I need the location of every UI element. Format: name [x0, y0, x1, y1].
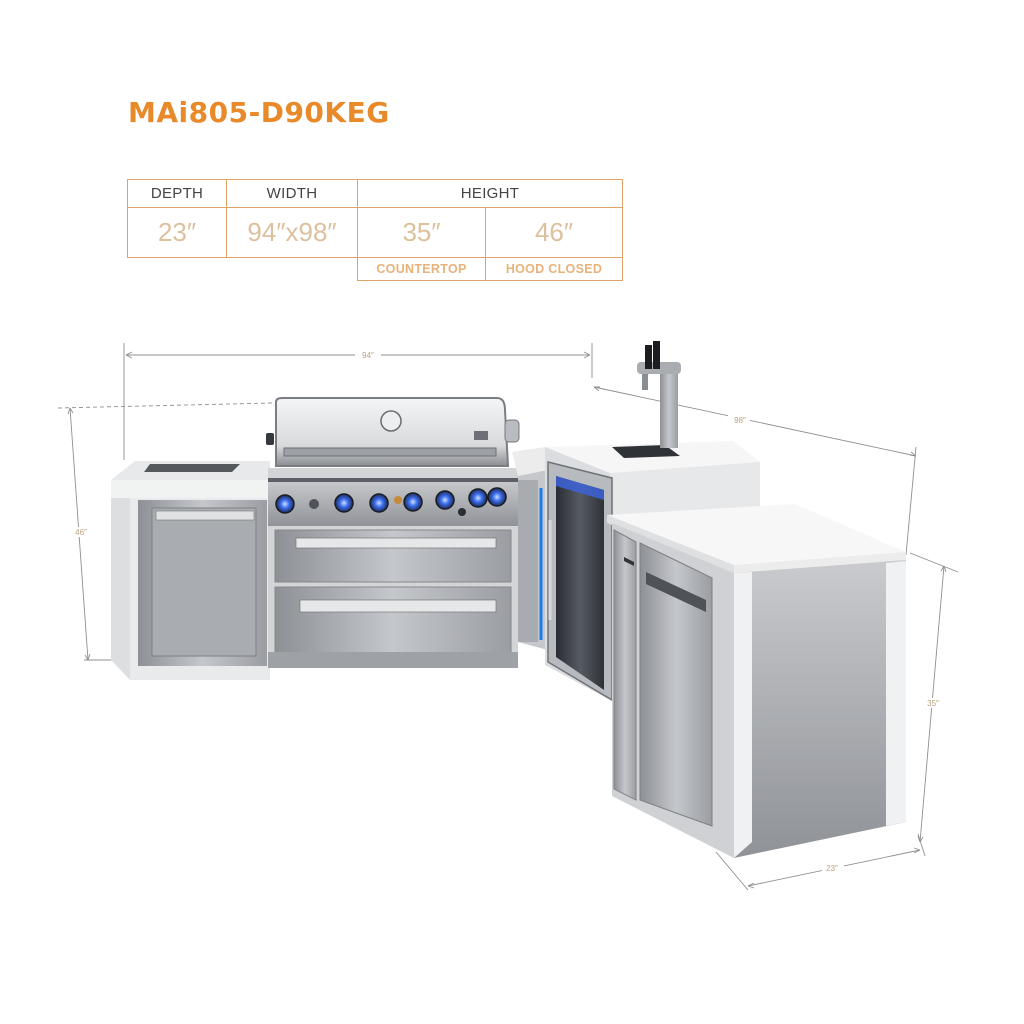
burner-knob-icon [275, 494, 295, 514]
dimension-labels: 94″ 98″ 46″ 35″ 23″ [70, 350, 945, 873]
tap-handle [645, 345, 652, 369]
depth-value: 23″ [127, 207, 227, 258]
top-width-label: 94″ [362, 351, 374, 360]
spec-header-row: DEPTH WIDTH HEIGHT [127, 179, 623, 208]
side-width-label: 98″ [734, 416, 746, 425]
depth-label: 23″ [826, 864, 838, 873]
left-side-cabinet [111, 461, 270, 680]
burner-knob-icon [468, 488, 488, 508]
hood-closed-label: HOOD CLOSED [485, 257, 623, 281]
drip-tray [612, 445, 680, 458]
thermometer-icon [380, 410, 402, 432]
burner-knob-icon [403, 492, 423, 512]
keg-fridge [539, 461, 613, 702]
right-cabinet [607, 504, 906, 858]
countertop-height-value: 35″ [357, 207, 486, 258]
burner-knob-icon [334, 493, 354, 513]
spec-value-row: 23″ 94″x98″ 35″ 46″ [127, 207, 623, 258]
burner-knob-icon [487, 487, 507, 507]
spec-sublabel-row: COUNTERTOP HOOD CLOSED [128, 257, 623, 281]
burner-knob-icon [369, 493, 389, 513]
hood-closed-height-value: 46″ [485, 207, 623, 258]
depth-header: DEPTH [127, 179, 227, 208]
countertop-label: COUNTERTOP [357, 257, 486, 281]
grill-hood [266, 397, 520, 467]
beer-tower [660, 364, 678, 448]
height-header: HEIGHT [357, 179, 623, 208]
counter-height-label: 35″ [927, 699, 939, 708]
dimension-spec-table: DEPTH WIDTH HEIGHT 23″ 94″x98″ 35″ 46″ C… [127, 179, 623, 281]
product-title: MAi805-D90KEG [128, 96, 390, 129]
overall-height-label: 46″ [75, 528, 87, 537]
tap-handle [653, 341, 660, 369]
burner-knob-icon [435, 490, 455, 510]
grill-knobs [275, 487, 507, 516]
